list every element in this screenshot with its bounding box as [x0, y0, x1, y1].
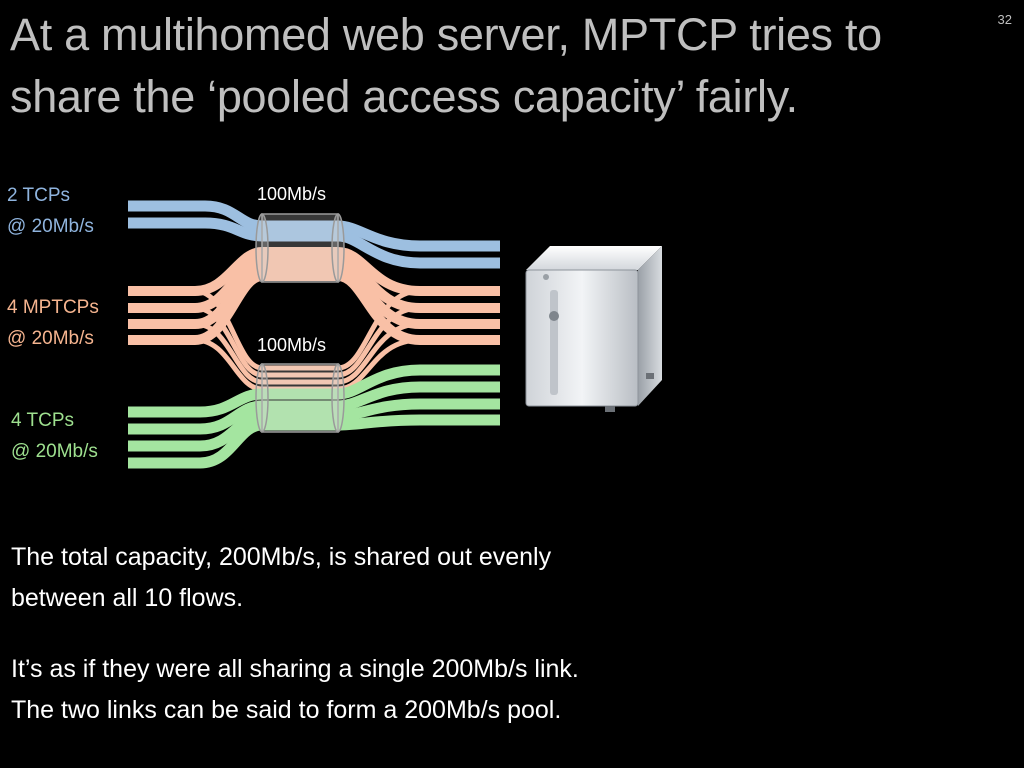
green-group-rate: @ 20Mb/s: [11, 441, 98, 462]
orange-group-label: 4 MPTCPs @ 20Mb/s: [7, 292, 99, 354]
slide-number: 32: [997, 12, 1012, 27]
slide-title: At a multihomed web server, MPTCP tries …: [10, 9, 882, 122]
green-group-label: 4 TCPs @ 20Mb/s: [11, 405, 98, 467]
orange-group-rate: @ 20Mb/s: [7, 328, 94, 349]
blue-group-label: 2 TCPs @ 20Mb/s: [7, 180, 94, 242]
link-pipe-bottom: [255, 363, 345, 433]
link-pipe-top: [255, 213, 345, 283]
pooled-capacity-diagram: [128, 200, 662, 469]
blue-group-count: 2 TCPs: [7, 185, 71, 206]
server-tower-icon: [525, 246, 662, 412]
green-flow: [128, 414, 500, 469]
orange-flow-bottom: [128, 288, 500, 371]
green-flow: [128, 398, 500, 452]
explanation-paragraph-1: The total capacity, 200Mb/s, is shared o…: [11, 543, 552, 612]
green-group-count: 4 TCPs: [11, 410, 75, 431]
green-tcp-flows: [128, 364, 500, 469]
orange-group-count: 4 MPTCPs: [7, 297, 99, 318]
bottom-link-capacity: 100Mb/s: [257, 335, 327, 355]
explanation-paragraph-2: It’s as if they were all sharing a singl…: [11, 655, 579, 724]
orange-flow-top: [128, 271, 500, 345]
blue-group-rate: @ 20Mb/s: [7, 216, 94, 237]
top-link-capacity: 100Mb/s: [257, 184, 327, 204]
